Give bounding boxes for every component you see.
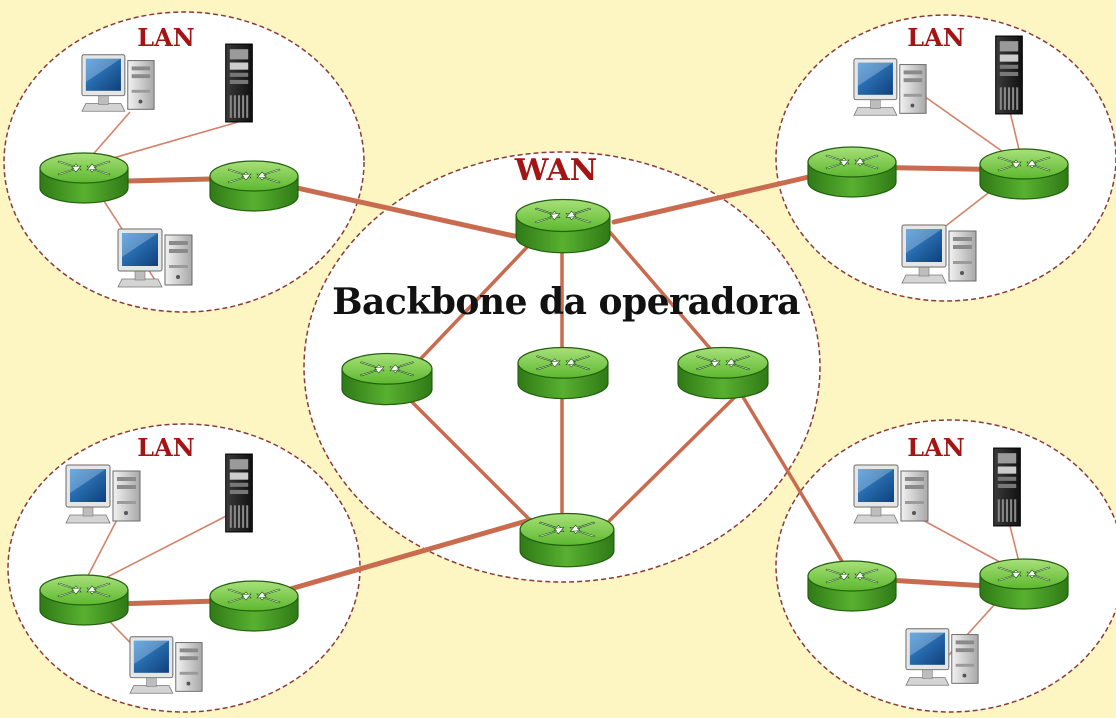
router-icon [979, 148, 1069, 200]
link-line [408, 242, 532, 372]
link-line [598, 390, 742, 532]
router-icon [341, 352, 433, 406]
server-icon [995, 35, 1023, 115]
router-icon [39, 574, 129, 626]
lan-label-top-left: LAN [137, 23, 195, 52]
server-icon [993, 447, 1021, 527]
router-icon [39, 152, 129, 204]
lan-label-bottom-right: LAN [907, 433, 965, 462]
router-icon [209, 160, 299, 212]
link-line [738, 390, 854, 580]
server-icon [225, 453, 253, 533]
router-icon [677, 346, 769, 400]
router-icon [979, 558, 1069, 610]
link-line [249, 517, 533, 603]
link-line [408, 398, 542, 532]
lan-label-bottom-left: LAN [137, 433, 195, 462]
lan-label-top-right: LAN [907, 23, 965, 52]
router-icon [807, 560, 897, 612]
link-line [606, 228, 722, 362]
backbone-label: Backbone da operadora [332, 281, 800, 323]
wan-label: WAN [514, 153, 598, 188]
server-icon [225, 43, 253, 123]
router-icon [517, 346, 609, 400]
router-icon [515, 198, 611, 254]
router-icon [807, 146, 897, 198]
router-icon [519, 512, 615, 568]
router-icon [209, 580, 299, 632]
